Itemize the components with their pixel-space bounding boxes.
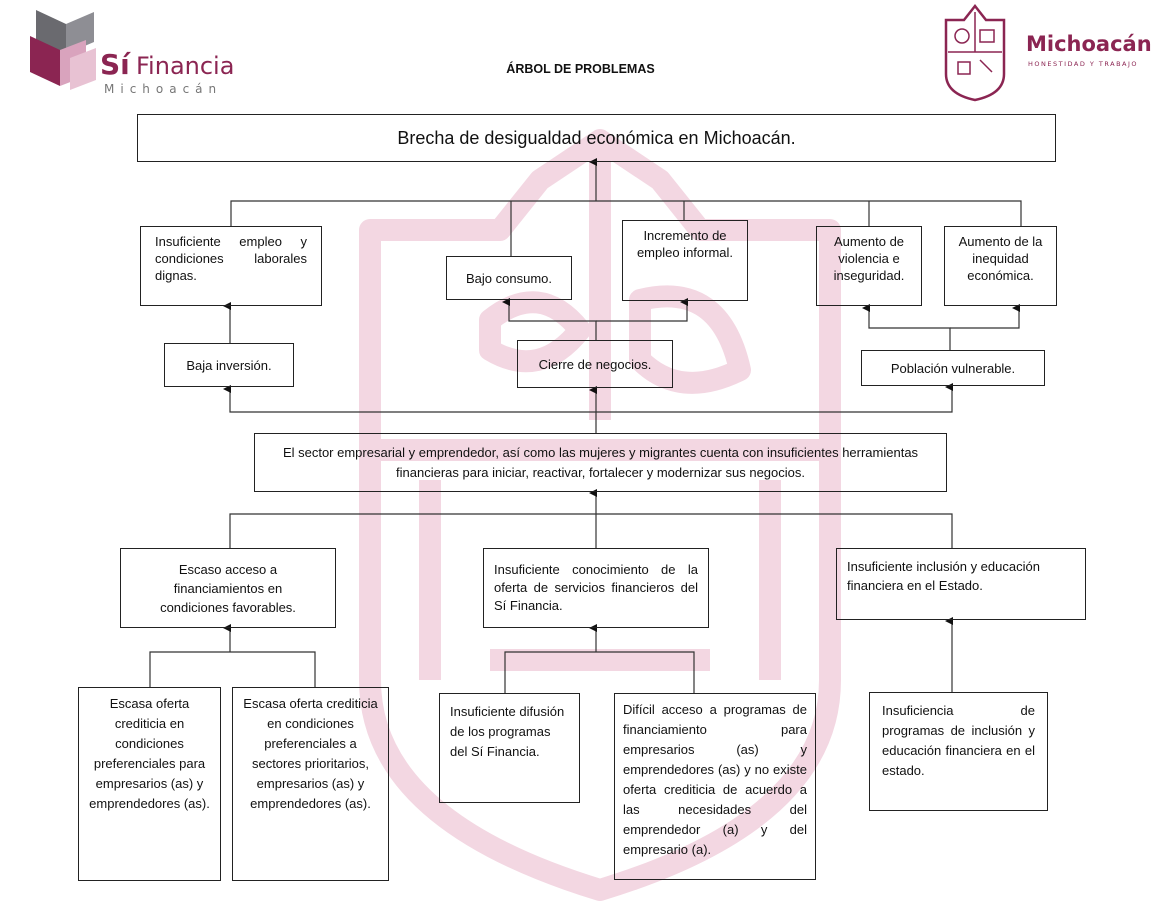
- effect-consumo-box: Bajo consumo.: [446, 256, 572, 300]
- brand-sub: Michoacán: [104, 82, 223, 96]
- central-problem-box: El sector empresarial y emprendedor, así…: [254, 433, 947, 492]
- cause-acceso-box: Escaso acceso a financiamientos en condi…: [120, 548, 336, 628]
- cause-conocimiento-box: Insuficiente conocimiento de la oferta d…: [483, 548, 709, 628]
- root-cause-oferta-empresarios-box: Escasa oferta crediticia en condiciones …: [78, 687, 221, 881]
- michoacan-name: Michoacán: [1026, 32, 1152, 56]
- root-cause-inclusion-programas-box: Insuficiencia de programas de inclusión …: [869, 692, 1048, 811]
- intermediate-cierre-box: Cierre de negocios.: [517, 340, 673, 388]
- effect-informal-box: Incremento de empleo informal.: [622, 220, 748, 301]
- effect-violencia-box: Aumento de violencia e inseguridad.: [816, 226, 922, 306]
- sifinancia-cube-icon: [30, 10, 96, 90]
- root-cause-difusion-box: Insuficiente difusión de los programas d…: [439, 693, 580, 803]
- brand-si: Sí: [100, 48, 130, 81]
- page-title: ÁRBOL DE PROBLEMAS: [506, 62, 655, 76]
- intermediate-vulnerable-box: Población vulnerable.: [861, 350, 1045, 386]
- cause-inclusion-box: Insuficiente inclusión y educación finan…: [836, 548, 1086, 620]
- watermark-emblem: [359, 129, 841, 901]
- michoacan-logo: Michoacán HONESTIDAD Y TRABAJO: [940, 2, 1158, 102]
- root-problem-box: Brecha de desigualdad económica en Micho…: [137, 114, 1056, 162]
- root-cause-dificil-acceso-box: Difícil acceso a programas de financiami…: [614, 693, 816, 880]
- effect-empleo-box: Insuficiente empleo y condiciones labora…: [140, 226, 322, 306]
- effect-inequidad-box: Aumento de la inequidad económica.: [944, 226, 1057, 306]
- michoacan-shield-icon: [944, 3, 1006, 102]
- intermediate-inversion-box: Baja inversión.: [164, 343, 294, 387]
- brand-financia: Financia: [136, 52, 235, 80]
- root-cause-oferta-sectores-box: Escasa oferta crediticia en condiciones …: [232, 687, 389, 881]
- michoacan-tagline: HONESTIDAD Y TRABAJO: [1028, 60, 1139, 68]
- sifinancia-logo: Sí Financia Michoacán: [8, 6, 248, 102]
